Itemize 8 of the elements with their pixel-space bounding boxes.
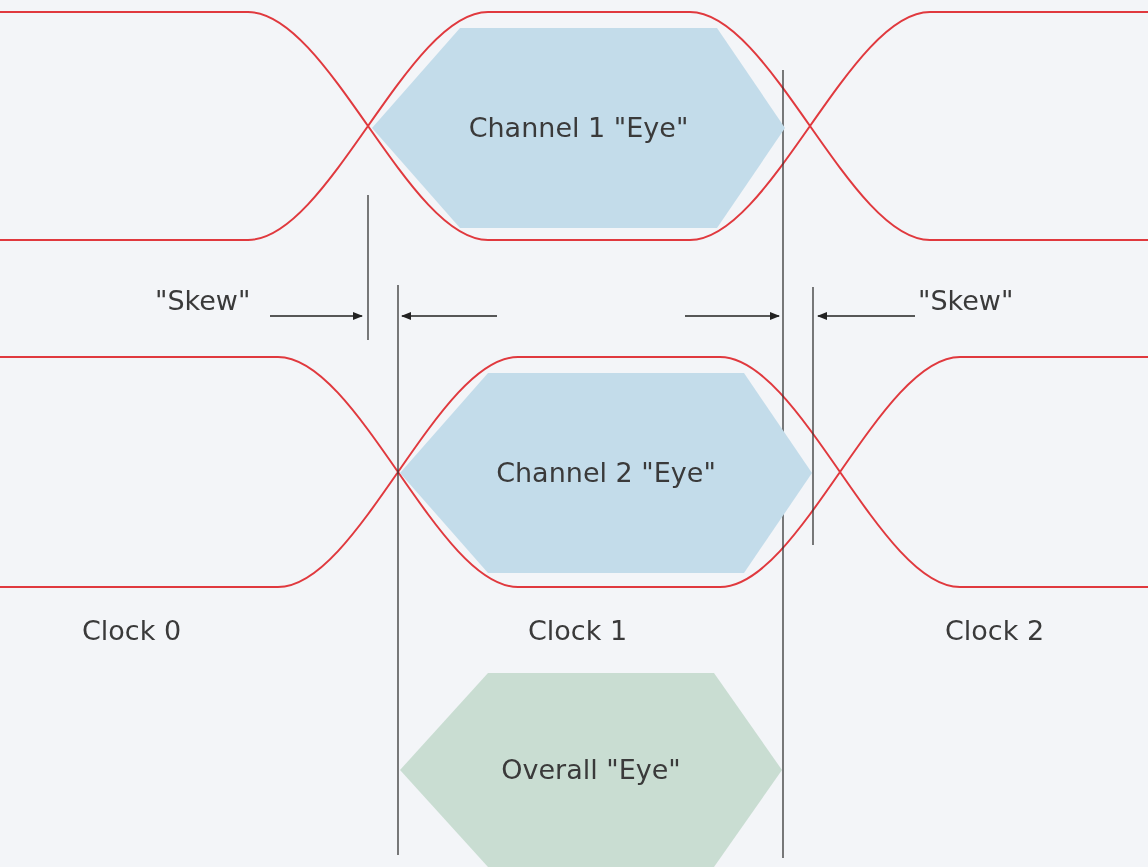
eye-label: Channel 2 "Eye" <box>495 456 717 490</box>
eye-label: Overall "Eye" <box>500 753 682 787</box>
skew-label: "Skew" <box>155 285 251 316</box>
eye-label: Channel 1 "Eye" <box>467 111 690 145</box>
clock-label: Clock 0 <box>82 615 182 646</box>
clock-label: Clock 1 <box>528 615 628 646</box>
skew-label: "Skew" <box>918 285 1014 316</box>
clock-label: Clock 2 <box>945 615 1045 646</box>
